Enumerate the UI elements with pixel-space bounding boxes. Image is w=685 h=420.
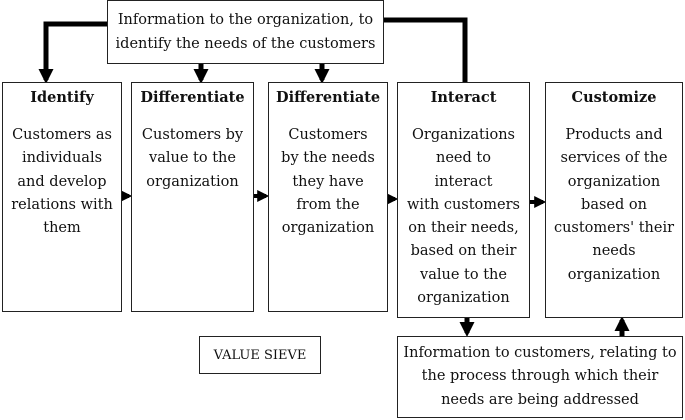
- step-line: need to interact: [434, 150, 493, 190]
- bottom-info-line: needs are being addressed: [441, 391, 639, 408]
- step-line: organization: [146, 173, 239, 190]
- step-title: Interact: [430, 89, 497, 106]
- step-line: value to the: [149, 150, 236, 167]
- step-line: Organizations: [412, 127, 515, 143]
- top-info-box: Information to the organization, to iden…: [107, 0, 384, 64]
- step-line: them: [43, 220, 81, 237]
- step-box-customize: Customize Products and services of the o…: [545, 82, 683, 318]
- step-body: Organizations need to interact with cust…: [405, 124, 522, 310]
- step-line: they have: [292, 173, 364, 190]
- step-line: organization: [567, 266, 661, 283]
- bottom-info-line: Information to customers, relating to: [403, 344, 677, 361]
- bottom-info-box: Information to customers, relating to th…: [397, 336, 683, 418]
- value-sieve-text: VALUE SIEVE: [213, 347, 307, 363]
- step-title: Differentiate: [276, 89, 381, 106]
- step-body: Customers by value to the organization: [139, 124, 246, 194]
- step-line: with customers: [407, 196, 520, 213]
- value-sieve-label: VALUE SIEVE: [199, 336, 321, 374]
- connector-interact-to-top: [384, 17, 468, 82]
- bottom-info-line: the process through which their: [421, 368, 659, 385]
- step-line: based on their: [410, 243, 517, 260]
- step-line: organization: [281, 220, 375, 237]
- step-box-identify: Identify Customers as individuals and de…: [2, 82, 122, 312]
- step-body: Customers as individuals and develop rel…: [10, 124, 114, 240]
- step-line: on their needs,: [408, 220, 519, 237]
- step-box-differentiate-needs: Differentiate Customers by the needs the…: [268, 82, 388, 312]
- step-line: based on: [581, 196, 647, 213]
- step-line: organization: [417, 290, 510, 307]
- step-line: and develop: [17, 173, 107, 190]
- step-title: Customize: [571, 89, 657, 106]
- step-line: relations with: [11, 196, 113, 213]
- step-line: from the: [296, 196, 360, 213]
- step-line: Products and: [565, 127, 663, 143]
- step-box-differentiate-value: Differentiate Customers by value to the …: [131, 82, 254, 312]
- step-line: Customers by: [141, 127, 244, 143]
- step-line: needs: [592, 243, 636, 260]
- step-line: organization: [567, 173, 661, 190]
- top-info-line: identify the needs of the customers: [115, 36, 376, 52]
- step-body: Products and services of the organizatio…: [553, 124, 675, 287]
- top-info-line: Information to the organization, to: [117, 12, 374, 28]
- step-line: by the needs: [281, 150, 375, 167]
- step-title: Differentiate: [140, 89, 245, 106]
- step-line: individuals: [21, 150, 103, 167]
- step-line: customers' their: [553, 220, 675, 237]
- step-body: Customers by the needs they have from th…: [276, 124, 380, 240]
- connector-top-to-identify: [38, 21, 107, 84]
- step-line: value to the: [420, 266, 507, 283]
- step-line: Customers as: [12, 127, 112, 143]
- step-box-interact: Interact Organizations need to interact …: [397, 82, 530, 318]
- step-line: services of the: [560, 150, 668, 167]
- step-title: Identify: [30, 89, 94, 106]
- step-line: Customers: [288, 127, 368, 143]
